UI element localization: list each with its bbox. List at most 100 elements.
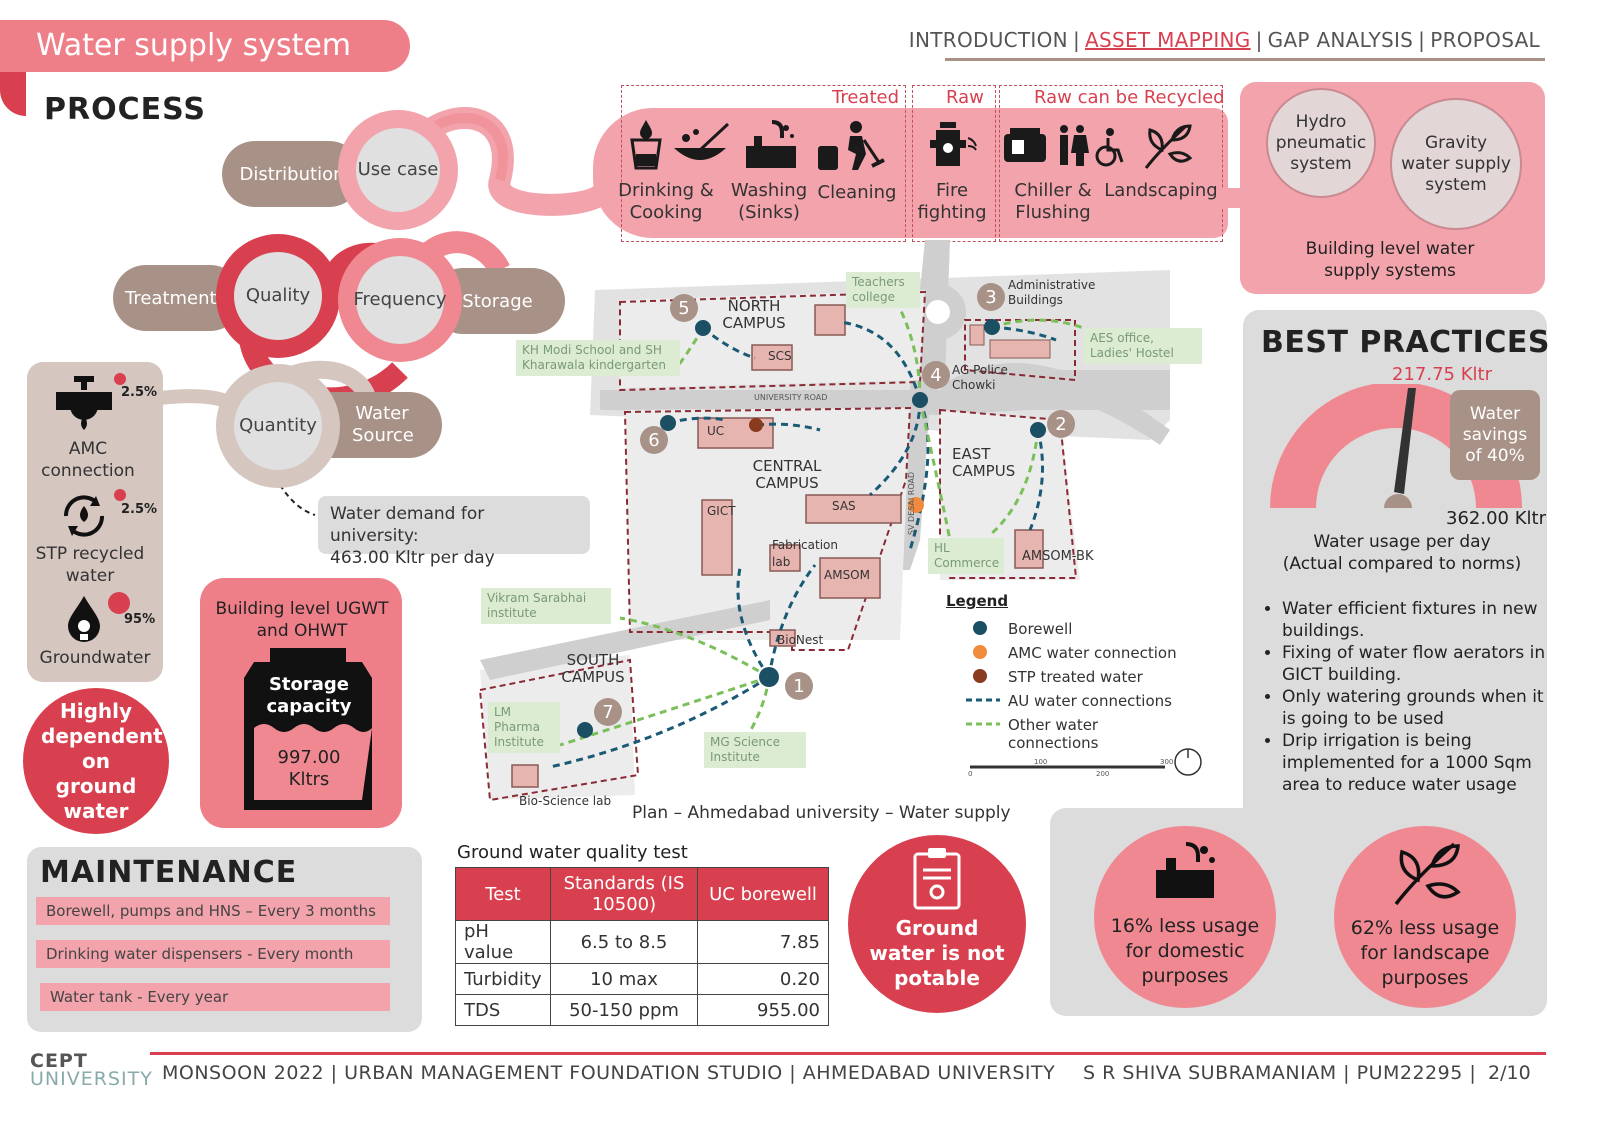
toilet-icon xyxy=(1060,125,1124,167)
water-demand-line1: Water demand for university: xyxy=(330,504,485,546)
quantity-circle: Quantity xyxy=(234,382,322,470)
use-case-fire-l1: Fire xyxy=(935,180,969,201)
chiller-icon xyxy=(1004,128,1046,162)
amc-pct: 2.5% xyxy=(121,385,158,400)
water-source-label: Water Source xyxy=(352,403,414,446)
storage-capacity-label: Storage capacity xyxy=(266,674,352,717)
header-test: Test xyxy=(455,867,551,921)
use-case-fire: Fire fighting xyxy=(912,180,992,224)
maintenance-item-borewell: Borewell, pumps and HNS – Every 3 months xyxy=(36,897,390,925)
sas-label: SAS xyxy=(832,499,856,513)
use-case-chiller-l2: Flushing xyxy=(1015,202,1091,223)
not-potable-text: Ground water is not potable xyxy=(869,916,1005,990)
table-row: TDS 50-150 ppm 955.00 xyxy=(455,994,829,1026)
nav-introduction[interactable]: INTRODUCTION xyxy=(908,28,1068,52)
cept-logo-bottom: UNIVERSITY xyxy=(30,1068,153,1090)
water-usage-line2: (Actual compared to norms) xyxy=(1282,554,1522,574)
use-case-washing-l1: Washing xyxy=(730,180,808,201)
hydro-pneumatic-label: Hydro pneumatic system xyxy=(1275,111,1367,174)
marker-2: 2 xyxy=(1047,410,1075,438)
amsom-label: AMSOM xyxy=(824,568,870,582)
use-case-washing-l2: (Sinks) xyxy=(738,202,800,223)
cept-logo-top: CEPT xyxy=(30,1050,88,1072)
certificate-icon xyxy=(913,848,961,910)
recycle-water-icon xyxy=(63,495,105,537)
mg-science-label: MG Science Institute xyxy=(704,732,806,768)
table-row: pH value 6.5 to 8.5 7.85 xyxy=(455,920,829,964)
quality-circle: Quality xyxy=(234,252,322,340)
water-demand-line2: 463.00 Kltr per day xyxy=(330,548,495,568)
storage-title: Building level UGWT and OHWT xyxy=(215,599,389,641)
use-case-drinking: Drinking & Cooking xyxy=(614,180,718,224)
sv-road-label: SV DESAI ROAD xyxy=(907,471,917,536)
top-nav: INTRODUCTION|ASSET MAPPING|GAP ANALYSIS|… xyxy=(908,28,1540,52)
use-case-fire-l2: fighting xyxy=(917,202,987,223)
legend-amc: AMC water connection xyxy=(1008,644,1177,662)
category-treated: Treated xyxy=(832,87,900,108)
storage-capacity-unit: Kltrs xyxy=(288,769,330,790)
category-recycled: Raw can be Recycled xyxy=(1034,87,1225,108)
map-caption: Plan – Ahmedabad university – Water supp… xyxy=(632,803,1011,823)
use-case-washing: Washing (Sinks) xyxy=(722,180,816,224)
cell-test: pH value xyxy=(455,920,551,964)
best-practice-item: Water efficient fixtures in new building… xyxy=(1282,598,1546,642)
nav-proposal[interactable]: PROPOSAL xyxy=(1430,28,1540,52)
category-raw: Raw xyxy=(946,87,984,108)
north-campus-label: NORTH CAMPUS xyxy=(722,297,786,332)
header-uc-borewell: UC borewell xyxy=(697,867,829,921)
fire-hydrant-icon xyxy=(930,122,977,166)
treated-group xyxy=(621,85,906,242)
legend-icons xyxy=(966,621,1000,726)
central-campus-label: CENTRAL CAMPUS xyxy=(752,457,822,492)
marker-3: 3 xyxy=(977,283,1005,311)
use-case-cleaning-l1: Cleaning xyxy=(817,182,897,203)
nav-asset-mapping[interactable]: ASSET MAPPING xyxy=(1084,28,1251,52)
best-practice-item: Only watering grounds when it is going t… xyxy=(1282,686,1546,730)
footer-course: MONSOON 2022 | URBAN MANAGEMENT FOUNDATI… xyxy=(162,1062,1056,1084)
legend-title: Legend xyxy=(946,592,1009,610)
quality-test-table: Test Standards (IS 10500) UC borewell pH… xyxy=(455,867,829,1026)
scs-label: SCS xyxy=(768,349,792,363)
use-case-drinking-l2: Cooking xyxy=(629,202,703,223)
use-case-drinking-l1: Drinking & xyxy=(618,180,714,201)
recycled-group xyxy=(999,85,1223,242)
landscape-savings-text: 62% less usage for landscape purposes xyxy=(1350,917,1500,989)
gravity-supply-label: Gravity water supply system xyxy=(1401,132,1511,195)
bio-science-lab-label: Bio-Science lab xyxy=(519,794,612,808)
vikram-label: Vikram Sarabhai institute xyxy=(481,588,611,624)
gravity-supply-circle: Gravity water supply system xyxy=(1390,98,1522,230)
cell-standard: 50-150 ppm xyxy=(550,994,698,1026)
drinking-water-icon xyxy=(630,120,662,170)
scale-300: 300 xyxy=(1160,758,1174,766)
lm-pharma-label: LM Pharma Institute xyxy=(488,702,560,753)
use-case-chiller-l1: Chiller & xyxy=(1014,180,1092,201)
aes-label: AES office, Ladies' Hostel xyxy=(1084,328,1202,364)
ground-water-drop-icon xyxy=(68,596,100,642)
panel-connector xyxy=(1220,188,1244,208)
kh-modi-label: KH Modi School and SH Kharawala kinderga… xyxy=(516,340,680,376)
hl-commerce-label: HL Commerce xyxy=(928,538,1004,574)
marker-4: 4 xyxy=(922,361,950,389)
washing-dishes-icon xyxy=(674,122,730,160)
best-practices-title: BEST PRACTICES xyxy=(1261,325,1550,360)
valve-icon xyxy=(56,376,112,430)
amc-label: AMC connection xyxy=(27,438,149,482)
section-title: PROCESS xyxy=(44,92,206,127)
water-savings-badge: Water savings of 40% xyxy=(1450,390,1540,480)
amc-label-l1: AMC xyxy=(68,439,108,459)
admin-label: Administrative Buildings xyxy=(1008,278,1096,307)
stp-label: STP recycled water xyxy=(27,543,153,587)
table-header-row: Test Standards (IS 10500) UC borewell xyxy=(455,867,829,921)
university-road-label: UNIVERSITY ROAD xyxy=(754,393,828,402)
amc-share-dot xyxy=(114,373,126,385)
gauge-actual-value: 362.00 Kltr xyxy=(1446,508,1546,529)
ag-police-label: AG Police Chowki xyxy=(952,363,1008,392)
campus-map xyxy=(478,240,1202,802)
stp-label-l2: water xyxy=(65,566,115,586)
nav-gap-analysis[interactable]: GAP ANALYSIS xyxy=(1267,28,1414,52)
gict-label: GICT xyxy=(707,504,736,518)
cell-value: 955.00 xyxy=(697,994,829,1026)
use-case-cleaning: Cleaning xyxy=(812,182,902,204)
table-row: Turbidity 10 max 0.20 xyxy=(455,963,829,995)
groundwater-share-dot xyxy=(108,592,130,614)
